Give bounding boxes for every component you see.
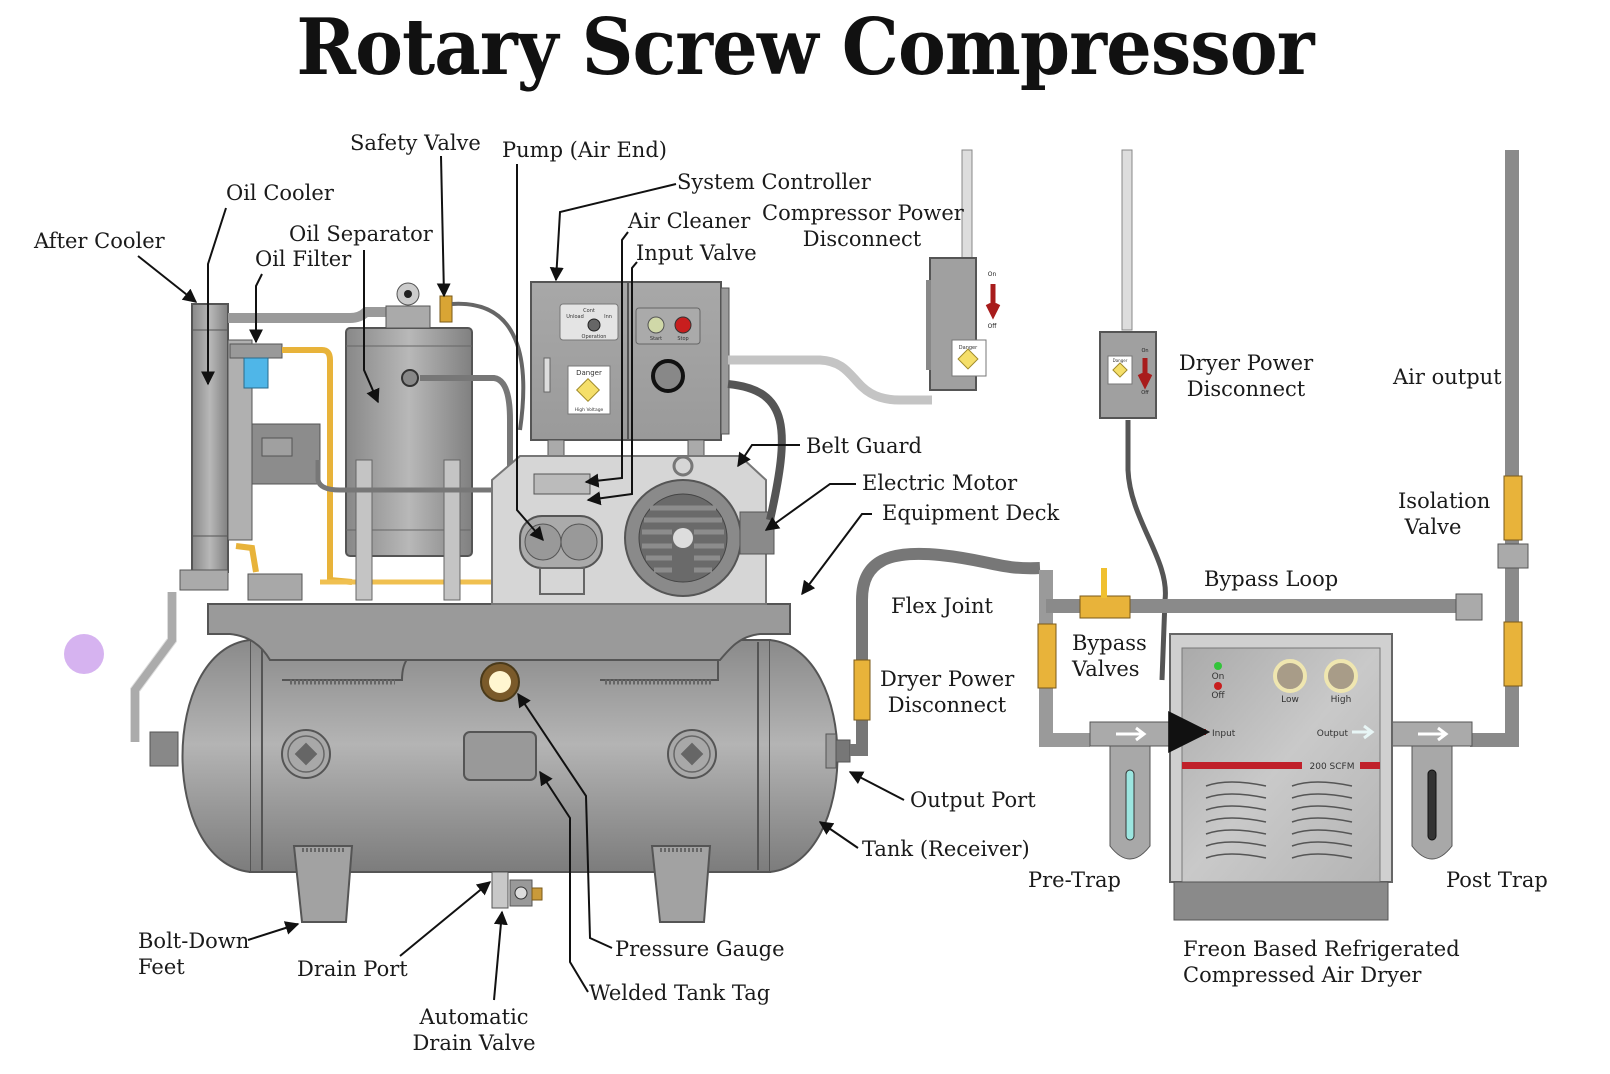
dryer-disconnect-danger-label: Danger xyxy=(1113,358,1128,363)
dryer-high-label: High xyxy=(1331,695,1352,705)
dryer-disconnect-on-label: On xyxy=(1141,348,1148,354)
label-bypass-loop: Bypass Loop xyxy=(1204,567,1339,591)
label-dryer-power-disconnect-mid-line2: Disconnect xyxy=(887,693,1007,717)
dryer-disconnect-valve xyxy=(853,659,871,721)
start-button-label: Start xyxy=(650,336,662,342)
label-dryer-power-disconnect-mid: Dryer Power Disconnect xyxy=(880,666,1014,718)
label-bypass-valves-line2: Valves xyxy=(1072,657,1140,681)
label-bypass-valves-line1: Bypass xyxy=(1072,631,1147,655)
refrigerated-air-dryer xyxy=(1168,633,1393,921)
bypass-valve-right xyxy=(1503,621,1523,687)
label-oil-separator: Oil Separator xyxy=(289,222,433,246)
label-isolation-valve-line2: Valve xyxy=(1404,515,1462,539)
label-tank-receiver: Tank (Receiver) xyxy=(862,837,1030,861)
label-flex-joint: Flex Joint xyxy=(891,594,993,618)
label-refrigerated-dryer-line2: Compressed Air Dryer xyxy=(1183,963,1422,987)
label-refrigerated-dryer-line1: Freon Based Refrigerated xyxy=(1183,937,1460,961)
label-safety-valve: Safety Valve xyxy=(350,131,481,155)
label-automatic-drain-valve-line1: Automatic xyxy=(419,1005,529,1029)
label-compressor-power-disconnect-line2: Disconnect xyxy=(802,227,922,251)
selector-left-label: Unload xyxy=(566,314,584,320)
label-bolt-down-feet: Bolt-Down Feet xyxy=(138,928,249,980)
pressure-gauge xyxy=(480,662,520,702)
label-pre-trap: Pre-Trap xyxy=(1028,868,1121,892)
selector-bottom-label: Operation xyxy=(582,334,607,340)
label-air-cleaner: Air Cleaner xyxy=(628,209,751,233)
dryer-on-label: On xyxy=(1212,672,1225,682)
safety-valve xyxy=(439,295,453,323)
compressor-disconnect-danger-label: Danger xyxy=(959,345,978,351)
oil-filter xyxy=(229,343,283,389)
label-isolation-valve-line1: Isolation xyxy=(1398,489,1491,513)
post-trap xyxy=(1391,721,1473,860)
label-bolt-down-feet-line1: Bolt-Down xyxy=(138,929,250,953)
selector-top-label: Cont xyxy=(583,308,595,314)
dryer-off-label: Off xyxy=(1211,691,1225,701)
label-dryer-power-disconnect-mid-line1: Dryer Power xyxy=(880,667,1015,691)
dryer-output-label: Output xyxy=(1317,729,1349,739)
bolt-down-feet xyxy=(292,845,712,923)
label-pump-air-end: Pump (Air End) xyxy=(502,138,667,162)
pre-trap xyxy=(1089,721,1171,860)
label-post-trap: Post Trap xyxy=(1446,868,1548,892)
label-oil-cooler: Oil Cooler xyxy=(226,181,334,205)
label-pressure-gauge: Pressure Gauge xyxy=(615,937,785,961)
bypass-valve-left xyxy=(1037,623,1057,689)
label-compressor-power-disconnect: Compressor Power Disconnect xyxy=(762,200,964,252)
diagram-title: Rotary Screw Compressor xyxy=(296,2,1314,93)
label-output-port: Output Port xyxy=(910,788,1036,812)
isolation-valve xyxy=(1503,475,1523,541)
label-bolt-down-feet-line2: Feet xyxy=(138,955,185,979)
label-equipment-deck: Equipment Deck xyxy=(882,501,1060,525)
label-isolation-valve: Isolation Valve xyxy=(1398,488,1491,540)
dryer-low-label: Low xyxy=(1281,695,1299,705)
leader-lines xyxy=(137,155,905,1001)
label-system-controller: System Controller xyxy=(677,170,871,194)
dryer-rating-label: 200 SCFM xyxy=(1310,762,1355,772)
danger-sign-label: Danger xyxy=(576,369,602,377)
label-air-output: Air output xyxy=(1393,365,1502,389)
after-cooler xyxy=(179,303,253,591)
label-after-cooler: After Cooler xyxy=(34,229,165,253)
label-dryer-power-disconnect-top: Dryer Power Disconnect xyxy=(1176,350,1316,402)
label-belt-guard: Belt Guard xyxy=(806,434,922,458)
label-welded-tank-tag: Welded Tank Tag xyxy=(589,981,771,1005)
label-refrigerated-dryer: Freon Based Refrigerated Compressed Air … xyxy=(1183,936,1460,988)
label-compressor-power-disconnect-line1: Compressor Power xyxy=(762,201,964,225)
stop-button-label: Stop xyxy=(677,336,688,342)
label-bypass-valves: Bypass Valves xyxy=(1072,630,1147,682)
dryer-disconnect-off-label: Off xyxy=(1141,390,1149,396)
bypass-valve-top xyxy=(1079,595,1131,619)
compressor-disconnect-off-label: Off xyxy=(988,323,998,330)
compressor-power-disconnect-box xyxy=(926,149,1001,391)
label-oil-filter: Oil Filter xyxy=(255,247,352,271)
label-input-valve: Input Valve xyxy=(636,241,757,265)
selector-right-label: Inn xyxy=(604,314,612,320)
system-controller xyxy=(530,281,730,459)
compressor-disconnect-on-label: On xyxy=(988,271,997,278)
welded-tank-tag xyxy=(463,731,537,781)
high-voltage-label: High Voltage xyxy=(575,407,604,413)
label-automatic-drain-valve-line2: Drain Valve xyxy=(412,1031,536,1055)
dryer-input-label: Input xyxy=(1212,729,1236,739)
label-dryer-power-disconnect-top-line2: Disconnect xyxy=(1186,377,1306,401)
automatic-drain-valve xyxy=(491,871,543,909)
air-output-pipe xyxy=(1470,150,1519,747)
label-electric-motor: Electric Motor xyxy=(862,471,1018,495)
equipment-deck xyxy=(207,603,791,661)
electric-motor xyxy=(624,479,775,597)
flex-joint xyxy=(850,547,1041,756)
label-drain-port: Drain Port xyxy=(297,957,408,981)
label-automatic-drain-valve: Automatic Drain Valve xyxy=(404,1004,544,1056)
oil-separator xyxy=(345,282,473,601)
cursor-marker xyxy=(64,634,104,674)
label-dryer-power-disconnect-top-line1: Dryer Power xyxy=(1178,351,1314,375)
dryer-power-disconnect-box xyxy=(1099,149,1157,419)
